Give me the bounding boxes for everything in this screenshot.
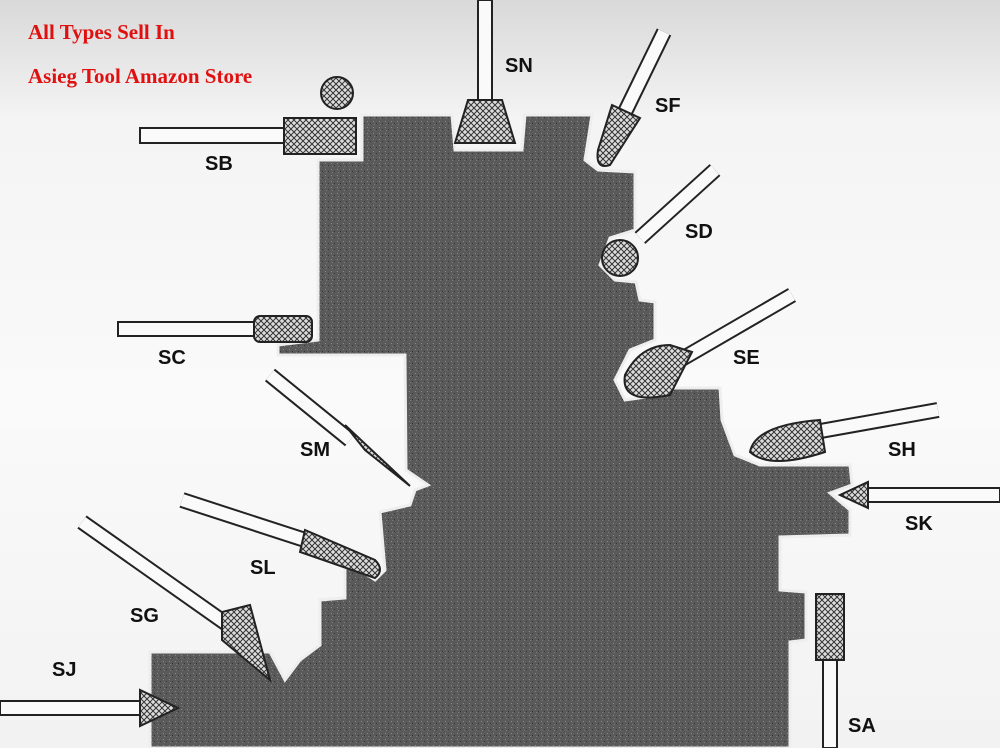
promo-line-2: Asieg Tool Amazon Store — [28, 64, 253, 88]
label-sf: SF — [655, 95, 681, 117]
label-se: SE — [733, 347, 760, 369]
label-sa: SA — [848, 715, 876, 737]
promo-line-1: All Types Sell In — [28, 20, 175, 44]
burr-sf: SF — [596, 28, 681, 167]
label-sn: SN — [505, 55, 533, 77]
label-sd: SD — [685, 221, 713, 243]
workpiece-shape — [148, 113, 854, 748]
burr-sn: SN — [453, 0, 533, 144]
label-sk: SK — [905, 513, 933, 535]
burr-sm: SM — [264, 368, 411, 487]
label-sl: SL — [250, 557, 276, 579]
burr-sg: SG — [77, 515, 272, 683]
burr-sd: SD — [601, 164, 721, 277]
burr-sl: SL — [179, 492, 381, 580]
burr-sc: SC — [117, 315, 313, 369]
wheel-icon — [320, 76, 354, 110]
burr-sk: SK — [837, 480, 1000, 535]
label-sm: SM — [300, 439, 330, 461]
label-sj: SJ — [52, 659, 76, 681]
burr-sj: SJ — [0, 659, 181, 728]
label-sh: SH — [888, 439, 916, 461]
label-sg: SG — [130, 605, 159, 627]
burr-sa: SA — [815, 593, 876, 748]
burr-sh: SH — [748, 402, 940, 462]
label-sc: SC — [158, 347, 186, 369]
burr-se: SE — [623, 288, 797, 399]
label-sb: SB — [205, 153, 233, 175]
burr-sb: SB — [139, 117, 357, 175]
